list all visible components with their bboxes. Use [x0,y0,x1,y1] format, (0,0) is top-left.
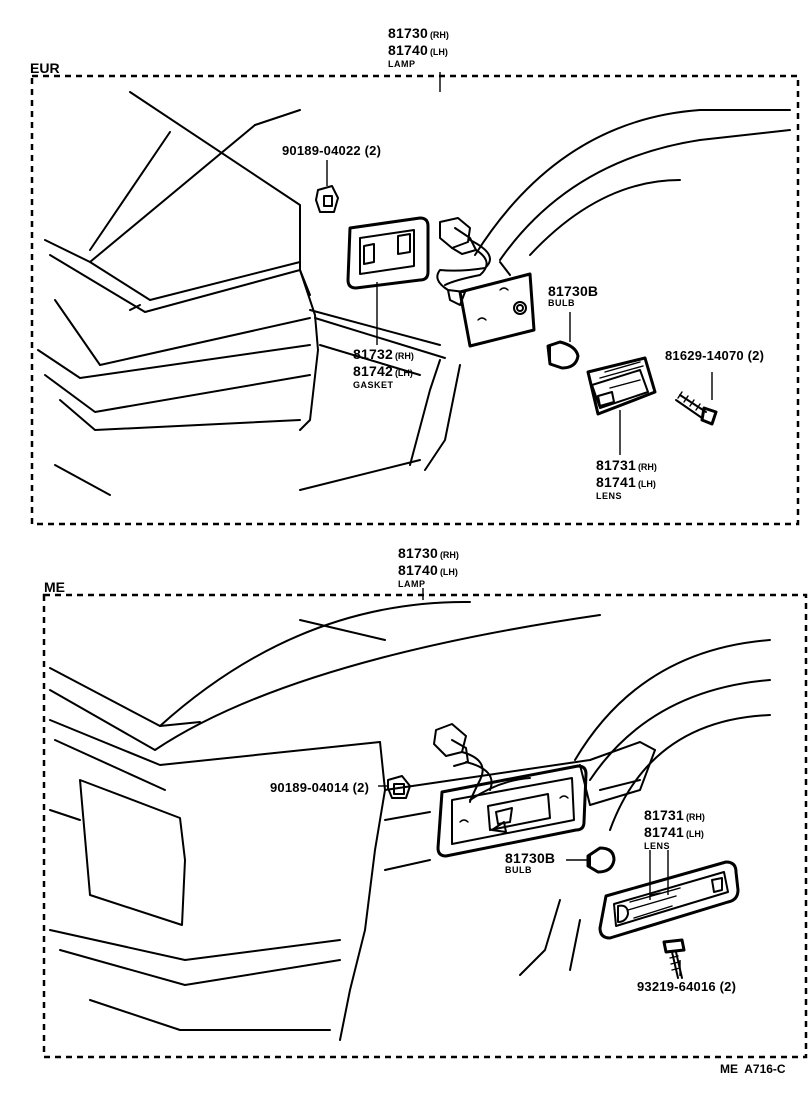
me-region-label: ME [44,579,65,595]
eur-lens-label: 81731(RH) 81741(LH) LENS [596,458,657,501]
eur-lamp-socket [436,72,536,348]
eur-clip-pn: 90189-04022 (2) [282,143,382,158]
eur-lamp-pn-lh: 81740 [388,42,428,58]
me-lamp-label: 81730(RH) 81740(LH) LAMP [398,546,459,589]
eur-lens-name: LENS [596,491,623,501]
me-bulb-name: BULB [505,865,532,875]
me-lens-rh: (RH) [685,812,705,822]
eur-lamp-name: LAMP [388,59,416,69]
me-lamp-name: LAMP [398,579,426,589]
me-lens-part [598,850,740,940]
eur-lens-pn-lh: 81741 [596,474,636,490]
eur-gasket-pn-lh: 81742 [353,363,393,379]
me-section [42,588,808,1059]
me-screw-pn: 93219-64016 (2) [637,979,737,994]
me-lamp-pn-rh: 81730 [398,545,438,561]
eur-gasket-part [346,216,430,345]
figure-code: ME A716-C [720,1062,786,1076]
me-lamp-lh: (LH) [439,567,458,577]
me-lens-lh: (LH) [685,829,704,839]
me-bulb-pn: 81730B [505,850,556,866]
eur-lens-part [586,356,657,455]
eur-lamp-pn-rh: 81730 [388,25,428,41]
eur-gasket-label: 81732(RH) 81742(LH) GASKET [353,347,414,390]
me-lens-pn-rh: 81731 [644,807,684,823]
me-lens-name: LENS [644,841,671,851]
me-lens-pn-lh: 81741 [644,824,684,840]
me-screw-part [662,938,686,979]
me-car-body [49,600,771,1041]
me-clip-pn: 90189-04014 (2) [270,780,370,795]
eur-gasket-rh: (RH) [394,351,414,361]
eur-lens-pn-rh: 81731 [596,457,636,473]
eur-bulb-pn: 81730B [548,283,599,299]
eur-bulb-label: 81730B BULB [548,284,598,308]
eur-lens-rh: (RH) [637,462,657,472]
eur-car-body [37,91,791,496]
eur-screw-pn: 81629-14070 (2) [665,348,765,363]
me-clip-part [378,775,411,799]
eur-frame [30,74,800,526]
me-frame [42,593,808,1059]
eur-lamp-label: 81730(RH) 81740(LH) LAMP [388,26,449,69]
me-lamp-rh: (RH) [439,550,459,560]
eur-section [30,72,800,526]
eur-lens-lh: (LH) [637,479,656,489]
eur-bulb-part [546,312,580,370]
me-bulb-label: 81730B BULB [505,851,555,875]
eur-gasket-name: GASKET [353,380,394,390]
eur-lamp-rh: (RH) [429,30,449,40]
eur-screw-part [675,372,718,426]
me-lens-label: 81731(RH) 81741(LH) LENS [644,808,705,851]
eur-region-label: EUR [30,60,60,76]
eur-gasket-lh: (LH) [394,368,413,378]
eur-clip-part [315,160,339,213]
me-bulb-part [566,846,616,874]
me-lamp-housing [422,588,588,858]
me-lamp-pn-lh: 81740 [398,562,438,578]
eur-bulb-name: BULB [548,298,575,308]
eur-gasket-pn-rh: 81732 [353,346,393,362]
eur-lamp-lh: (LH) [429,47,448,57]
